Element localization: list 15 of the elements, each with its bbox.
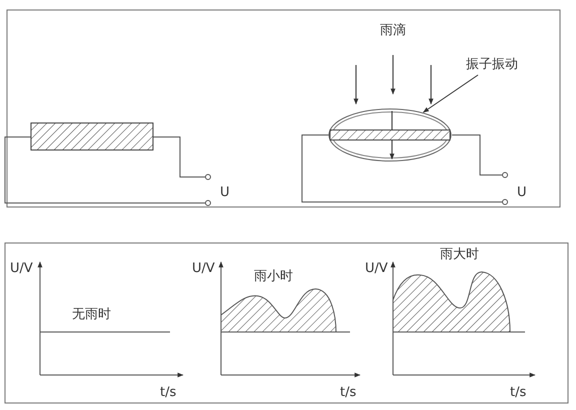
leader-line [422, 74, 478, 113]
chart-text: U/V [192, 262, 215, 275]
terminal-label: U [220, 186, 230, 199]
callout-label: 振子振动 [466, 58, 536, 74]
chart-text: U/V [10, 262, 33, 275]
chart-text: 无雨时 [72, 308, 111, 321]
chart-text: 雨大时 [440, 248, 479, 261]
chart-text: U/V [365, 262, 388, 275]
vibrator-drawing [328, 108, 452, 162]
chart-text: t/s [160, 386, 176, 399]
rain-label: 雨滴 [380, 24, 406, 37]
terminal-label: U [517, 186, 527, 199]
chart-text: t/s [510, 386, 526, 399]
chart-text: 雨小时 [254, 270, 293, 283]
chart-text: t/s [340, 386, 356, 399]
